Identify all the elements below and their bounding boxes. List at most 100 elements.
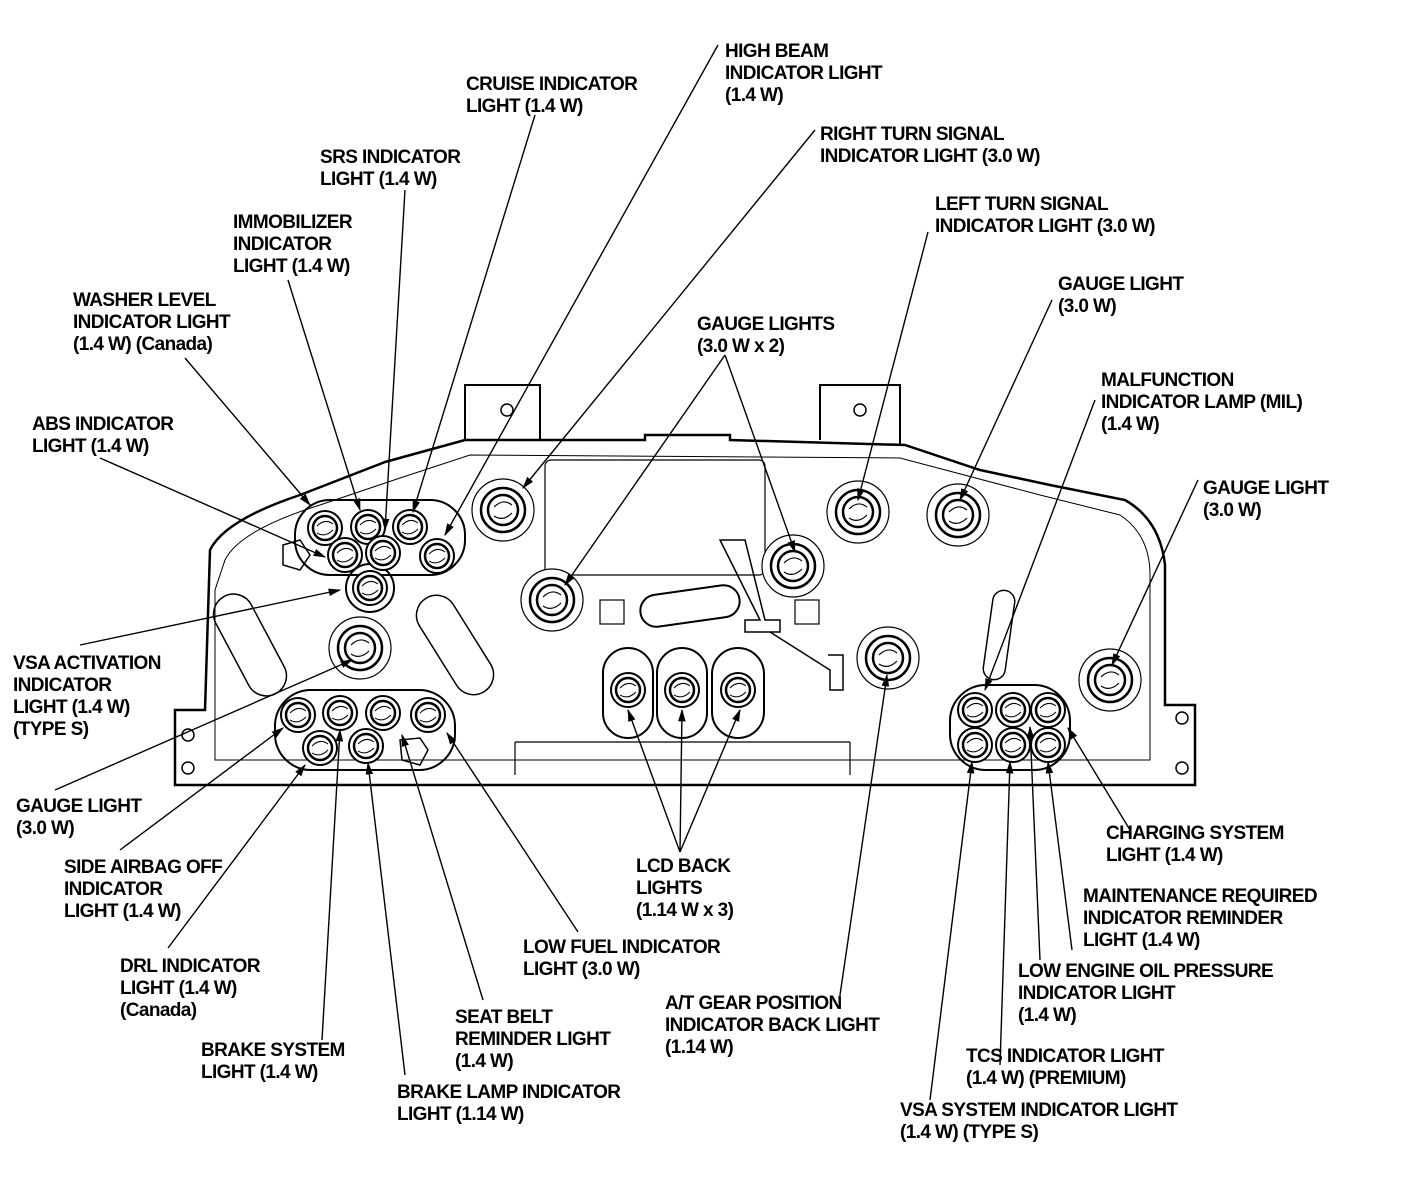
label-line: LOW FUEL INDICATOR [523, 937, 721, 958]
label-line: LEFT TURN SIGNAL [935, 194, 1109, 215]
label-line: INDICATOR REMINDER [1083, 908, 1283, 929]
label-line: SIDE AIRBAG OFF [64, 857, 222, 878]
indicator-bulb-socket [365, 535, 401, 571]
leader-line-srs [381, 189, 406, 532]
label-line: (1.4 W) [1101, 414, 1159, 435]
label-line: INDICATOR LIGHT (3.0 W) [820, 146, 1040, 167]
leader-line-lcd [679, 708, 741, 853]
leader-line-vsa-activation [79, 588, 342, 646]
indicator-bulb-socket [664, 672, 700, 708]
indicator-bulb-socket [957, 727, 993, 763]
label-line: LIGHTS [636, 878, 702, 899]
indicator-bulb-socket [352, 570, 388, 606]
label-line: LIGHT (1.4 W) [120, 978, 237, 999]
label-line: LIGHT (1.4 W) [64, 901, 181, 922]
label-gauge-lights-2: GAUGE LIGHTS(3.0 W x 2) [697, 314, 834, 357]
indicator-bulb-socket [419, 538, 455, 574]
indicator-bulb-socket [957, 692, 993, 728]
leader-line-low-oil [1026, 725, 1041, 961]
label-line: GAUGE LIGHT [1203, 478, 1329, 499]
label-line: INDICATOR [233, 234, 332, 255]
gauge-bulb-socket [926, 483, 990, 547]
label-line: CRUISE INDICATOR [466, 74, 638, 95]
indicator-bulb-socket [302, 730, 338, 766]
label-line: (1.14 W x 3) [636, 900, 734, 921]
indicator-bulb-socket [307, 510, 343, 546]
label-line: VSA SYSTEM INDICATOR LIGHT [900, 1100, 1179, 1121]
label-line: (1.14 W) [665, 1037, 733, 1058]
label-line: (3.0 W) [1203, 500, 1261, 521]
indicator-bulb-socket [610, 672, 646, 708]
label-line: LIGHT (1.4 W) [13, 697, 130, 718]
leader-line-cruise [412, 114, 536, 514]
leader-line-gauge-lights-2 [564, 354, 726, 587]
leader-line-vsa-system [929, 760, 975, 1101]
leader-line-side-airbag [119, 727, 285, 851]
label-gauge-light-right: GAUGE LIGHT(3.0 W) [1203, 478, 1329, 521]
leader-line-lcd [678, 708, 686, 853]
label-line: LIGHT (1.4 W) [1106, 845, 1223, 866]
label-line: (1.4 W) (TYPE S) [900, 1122, 1038, 1143]
gauge-bulb-socket [520, 568, 584, 632]
label-vsa-system: VSA SYSTEM INDICATOR LIGHT(1.4 W) (TYPE … [900, 1100, 1179, 1143]
label-line: (1.4 W) (Canada) [73, 334, 213, 355]
label-line: LOW ENGINE OIL PRESSURE [1018, 961, 1273, 982]
label-line: ABS INDICATOR [32, 414, 174, 435]
leader-line-right-turn [522, 129, 816, 489]
label-line: INDICATOR LIGHT [1018, 983, 1176, 1004]
label-line: VSA ACTIVATION [13, 653, 161, 674]
indicator-bulb-socket [348, 728, 384, 764]
label-line: SEAT BELT [455, 1007, 553, 1028]
indicator-bulb-socket [995, 692, 1031, 728]
leader-line-abs [99, 457, 327, 558]
gauge-bulb-socket [471, 478, 535, 542]
leader-line-at-gear [839, 673, 890, 996]
label-tcs: TCS INDICATOR LIGHT(1.4 W) (PREMIUM) [966, 1046, 1165, 1089]
label-line: DRL INDICATOR [120, 956, 261, 977]
label-line: REMINDER LIGHT [455, 1029, 611, 1050]
label-line: CHARGING SYSTEM [1106, 823, 1284, 844]
leader-line-gauge-light-right [1111, 479, 1199, 667]
label-line: INDICATOR LIGHT (3.0 W) [935, 216, 1155, 237]
label-gauge-light-left: GAUGE LIGHT(3.0 W) [16, 796, 142, 839]
label-line: (Canada) [120, 1000, 197, 1021]
label-line: (1.4 W) [455, 1051, 513, 1072]
label-line: LIGHT (1.4 W) [201, 1062, 318, 1083]
label-line: GAUGE LIGHT [16, 796, 142, 817]
leader-line-tcs [999, 760, 1014, 1066]
label-line: (1.4 W) (PREMIUM) [966, 1068, 1126, 1089]
label-line: TCS INDICATOR LIGHT [966, 1046, 1165, 1067]
indicator-bulb-socket [410, 697, 446, 733]
indicator-bulb-socket [1030, 692, 1066, 728]
label-line: LIGHT (1.4 W) [320, 169, 437, 190]
gauge-bulb-socket [1078, 648, 1142, 712]
leader-line-charging [1067, 726, 1131, 831]
label-line: GAUGE LIGHT [1058, 274, 1184, 295]
gauge-bulb-socket [826, 480, 890, 544]
leader-line-brake-lamp [365, 761, 406, 1076]
leader-line-left-turn [857, 231, 929, 502]
label-line: INDICATOR [13, 675, 112, 696]
label-line: HIGH BEAM [725, 41, 828, 62]
leader-line-maintenance [1045, 760, 1073, 951]
bulb-sockets [280, 478, 1142, 766]
indicator-bulb-socket [322, 695, 358, 731]
label-line: INDICATOR LIGHT [73, 312, 231, 333]
leader-line-lcd [627, 708, 681, 853]
